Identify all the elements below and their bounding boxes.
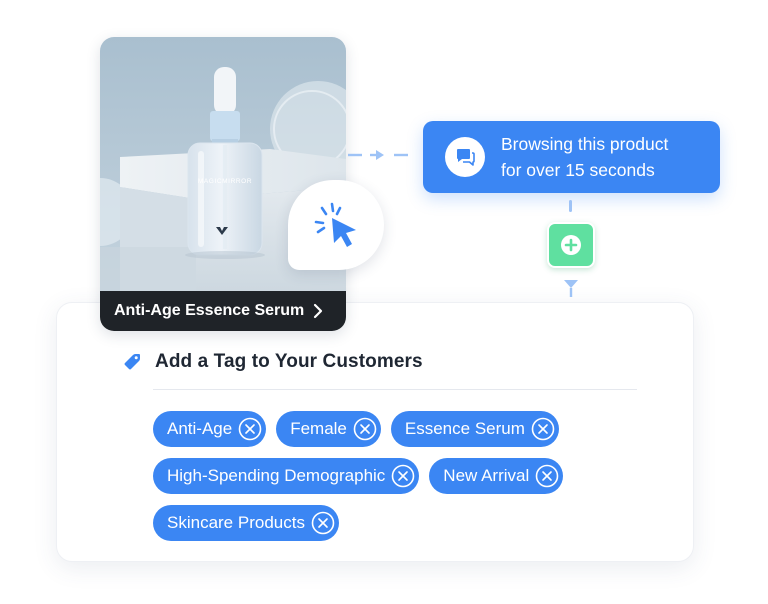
tag-chip-label: Skincare Products bbox=[167, 513, 305, 532]
panel-title: Add a Tag to Your Customers bbox=[155, 351, 423, 372]
tag-panel: Add a Tag to Your Customers Anti-Age Fem… bbox=[56, 302, 694, 562]
close-circle-icon[interactable] bbox=[311, 511, 335, 535]
panel-divider bbox=[153, 389, 637, 390]
connector-arrow bbox=[348, 150, 408, 160]
trigger-line-2: for over 15 seconds bbox=[501, 160, 655, 180]
close-circle-icon[interactable] bbox=[353, 417, 377, 441]
product-name: Anti-Age Essence Serum bbox=[114, 302, 305, 319]
close-circle-icon[interactable] bbox=[535, 464, 559, 488]
close-circle-icon[interactable] bbox=[238, 417, 262, 441]
chat-bubble-icon bbox=[457, 149, 475, 166]
tag-chip[interactable]: Essence Serum bbox=[390, 411, 559, 447]
tag-chip-label: Essence Serum bbox=[404, 419, 525, 438]
tag-chip-label: High-Spending Demographic bbox=[167, 466, 386, 485]
trigger-text: Browsing this product for over 15 second… bbox=[501, 131, 668, 183]
tag-chip-label: Female bbox=[290, 419, 347, 438]
product-card[interactable]: MAGICMIRROR Anti-Age Essence Serum bbox=[100, 37, 346, 331]
tag-chip-list: Anti-Age Female Essence Serum High-Spend… bbox=[153, 411, 653, 541]
cursor-click-icon bbox=[314, 202, 356, 247]
product-image: MAGICMIRROR bbox=[100, 37, 346, 291]
tag-chip[interactable]: Anti-Age bbox=[153, 411, 267, 447]
tag-chip[interactable]: New Arrival bbox=[429, 458, 564, 494]
chevron-right-icon bbox=[314, 303, 323, 319]
trigger-condition[interactable]: Browsing this product for over 15 second… bbox=[423, 121, 720, 193]
tag-chip[interactable]: Skincare Products bbox=[153, 505, 339, 541]
cursor-bubble bbox=[288, 180, 384, 270]
panel-header: Add a Tag to Your Customers bbox=[121, 351, 423, 373]
close-circle-icon[interactable] bbox=[391, 464, 415, 488]
tag-chip-label: New Arrival bbox=[443, 466, 530, 485]
add-step-button[interactable] bbox=[547, 222, 595, 268]
plus-icon bbox=[561, 235, 581, 255]
product-name-bar[interactable]: Anti-Age Essence Serum bbox=[100, 291, 346, 331]
tag-chip[interactable]: High-Spending Demographic bbox=[153, 458, 420, 494]
trigger-line-1: Browsing this product bbox=[501, 134, 669, 154]
bottle-brand-label: MAGICMIRROR bbox=[198, 178, 252, 185]
tag-icon bbox=[124, 354, 140, 370]
flow-line bbox=[569, 200, 572, 212]
chat-circle bbox=[445, 137, 485, 177]
close-circle-icon[interactable] bbox=[531, 417, 555, 441]
tag-chip[interactable]: Female bbox=[276, 411, 381, 447]
flow-arrow-down-icon bbox=[564, 280, 578, 297]
tag-chip-label: Anti-Age bbox=[167, 419, 233, 438]
